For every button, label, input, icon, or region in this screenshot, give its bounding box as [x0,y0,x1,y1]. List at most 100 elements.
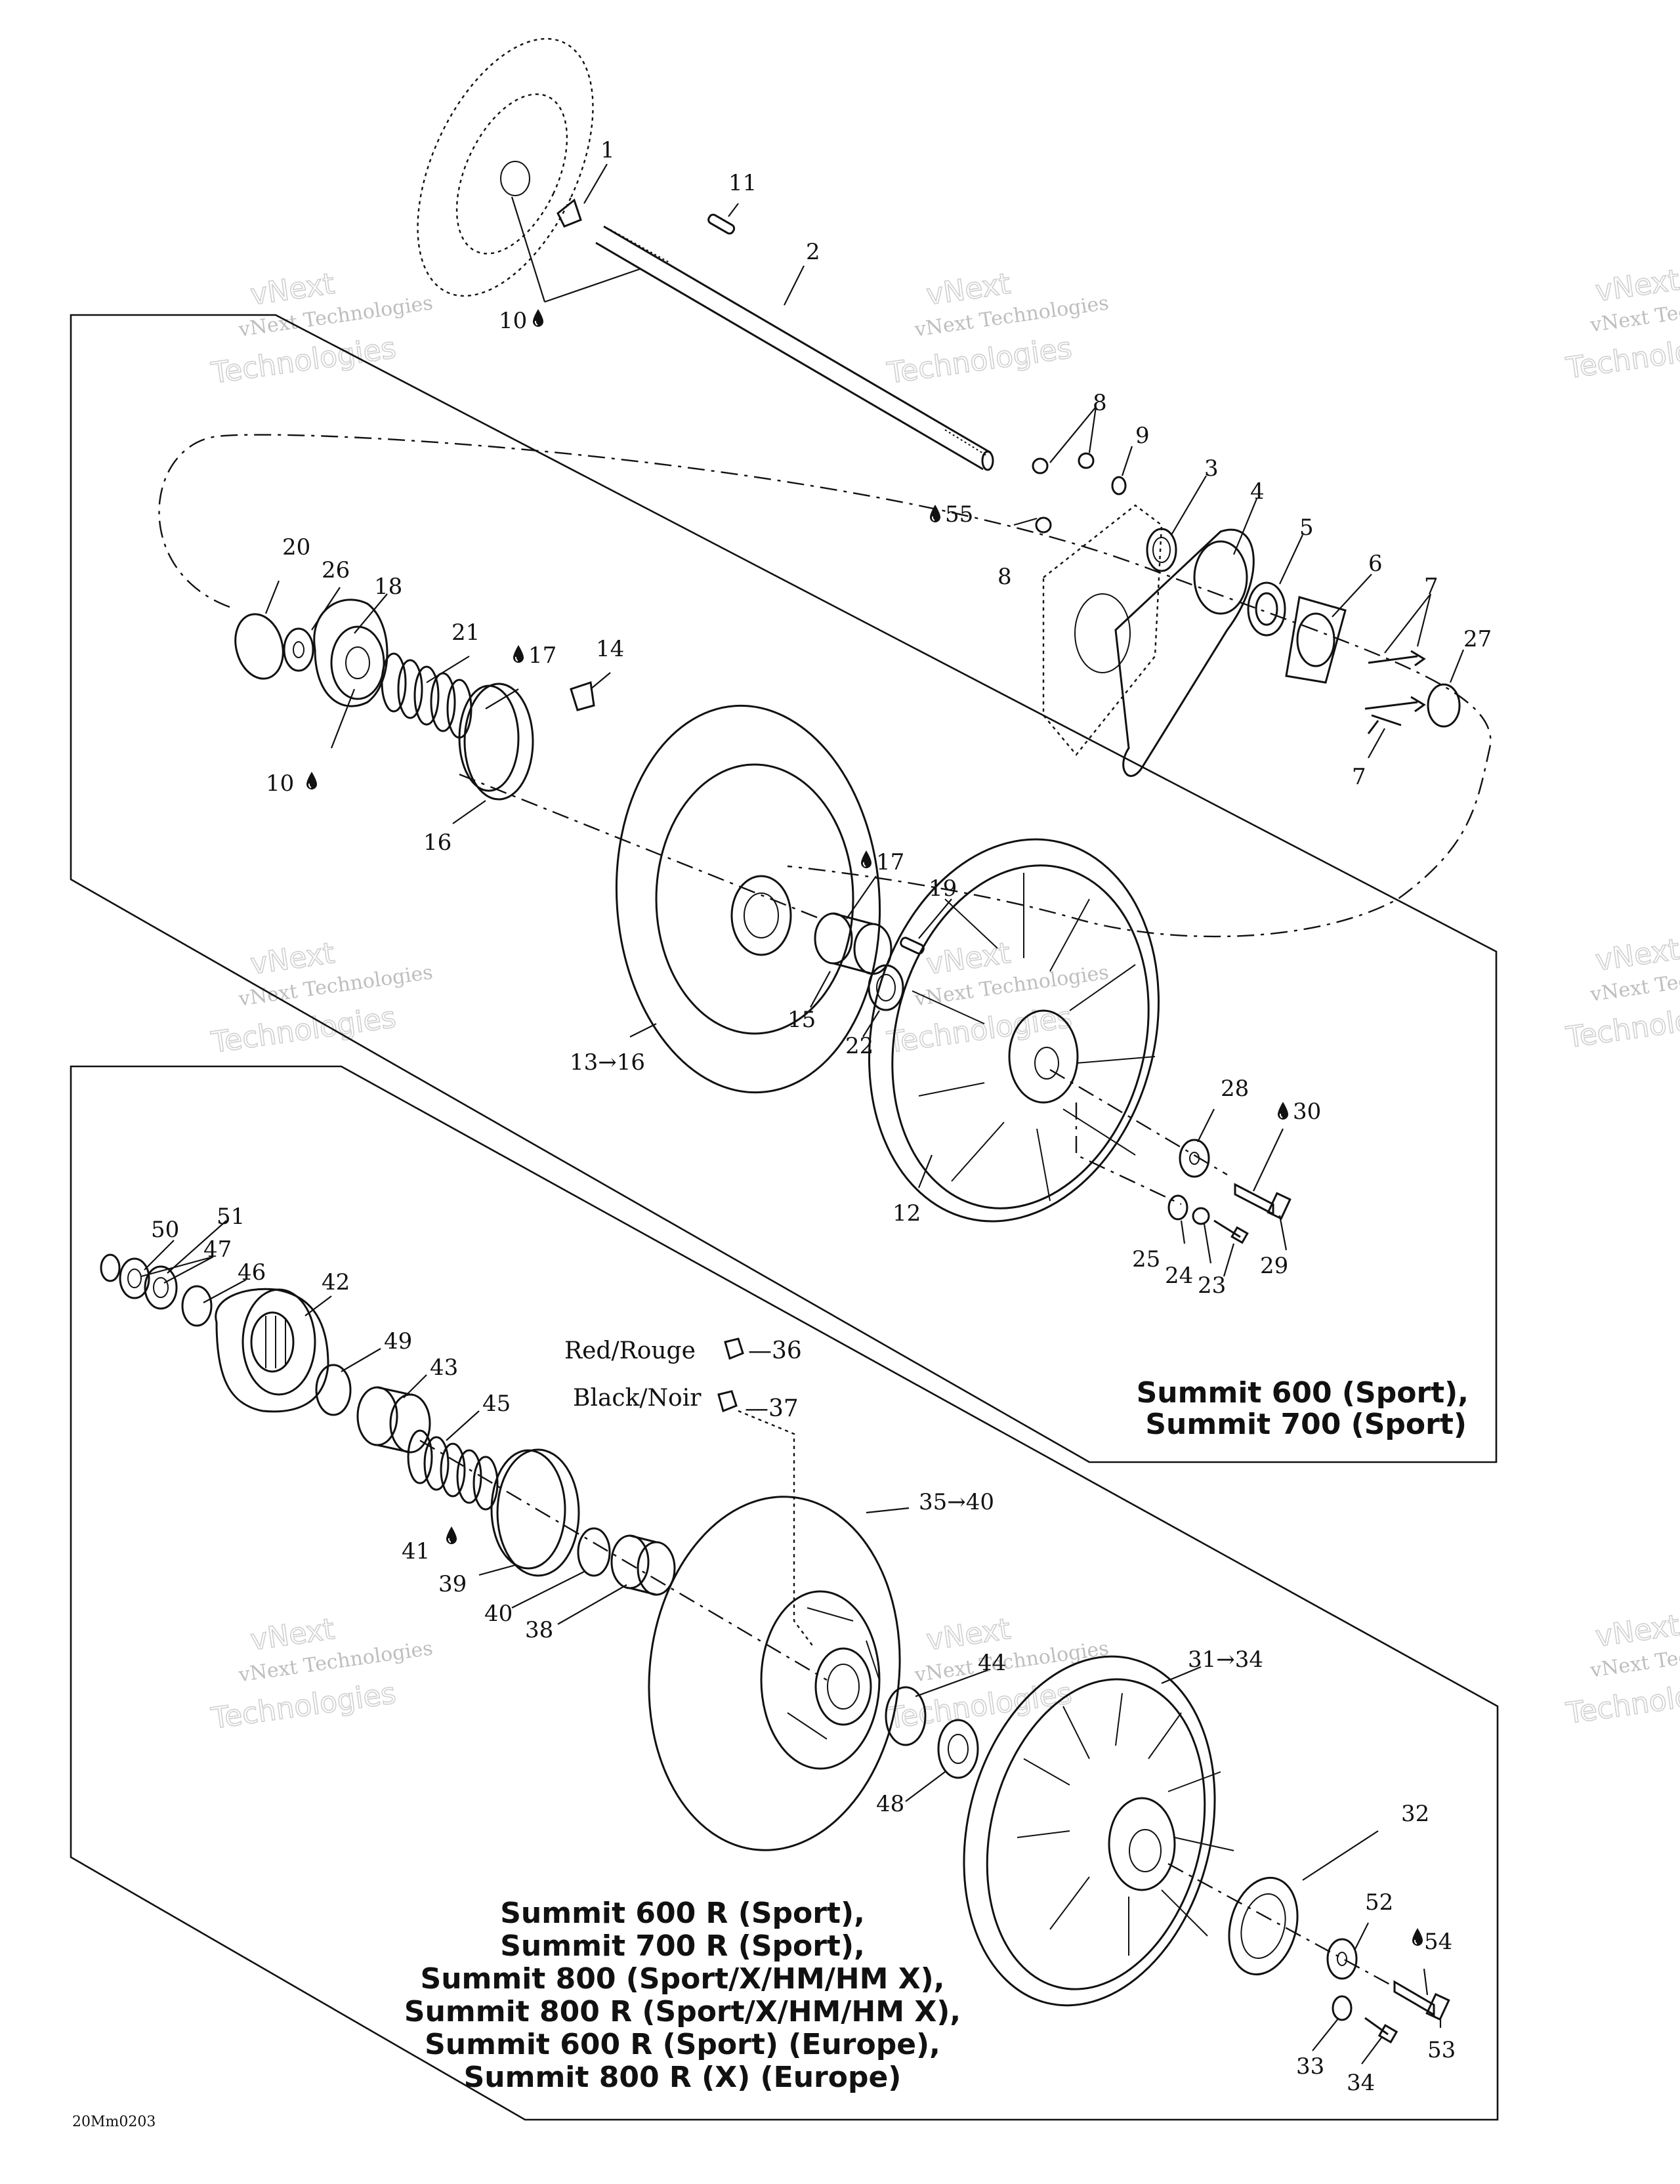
part-number: 31→34 [1188,1647,1263,1673]
washer-22 [868,964,904,1011]
model-line: Summit 600 R (Sport) (Europe), [425,2028,940,2061]
circlip-50 [100,1253,121,1282]
axis-line-upper-3 [1075,1102,1182,1206]
part-number: 25 [1132,1246,1160,1272]
part-number: 23 [1198,1272,1226,1299]
fixed-half-31 [963,1655,1234,2007]
part-number: 16 [423,830,452,856]
washer-52 [1326,1938,1358,1980]
part-number: 46 [238,1259,266,1286]
axis-line-upper [459,773,821,920]
cover-32 [1228,1876,1299,1976]
part-number: 33 [1296,2053,1324,2080]
watermark-text: vNext [1593,1608,1680,1653]
watermark-text: Technologies [885,1677,1074,1736]
oil-seal-3 [1146,528,1177,572]
bearing-housing-6 [1285,596,1347,684]
washer-33 [1332,1995,1353,2021]
part-number: 34 [1347,2070,1375,2096]
part-number: 5 [1299,514,1314,541]
legend-black-ref: —37 [745,1395,799,1422]
bolt-53 [1393,1980,1450,2021]
washer-26 [283,627,314,672]
part-number: 10 [499,308,527,334]
watermark-text: vNext [248,267,336,312]
part-number: 24 [1165,1263,1193,1289]
part-number: 49 [384,1328,412,1354]
part-number: 18 [374,574,402,600]
part-number: 17 [528,642,556,669]
watermark-text: Technologies [209,1677,398,1736]
legend-red-ref: —36 [748,1337,802,1364]
part-number: 10 [266,770,294,797]
slider-shoe-black-icon [717,1390,738,1413]
part-number: 19 [929,875,957,902]
legend-black-label: Black/Noir [573,1385,702,1412]
part-number: 6 [1368,551,1383,577]
ring-40 [577,1527,611,1577]
part-number: 35→40 [919,1489,994,1515]
model-line: Summit 700 R (Sport), [500,1929,865,1963]
part-number: 17 [876,849,904,875]
part-number: 2 [806,239,820,265]
watermark-text: vNext [924,267,1012,312]
watermark-text: vNext [924,936,1012,981]
part-number: 29 [1260,1253,1288,1279]
part-number: 4 [1250,478,1265,505]
fixed-half-12 [868,838,1160,1223]
nut-24 [1192,1207,1210,1225]
sprocket [417,37,594,297]
part-number: 55 [945,501,973,528]
bearing-plate-4 [1114,528,1255,777]
bearing-5 [1247,581,1286,637]
bushing-38 [610,1534,676,1596]
watermark-text: Technologies [885,1001,1074,1060]
part-number: 8 [1093,390,1107,416]
washer-28 [1179,1139,1210,1178]
model-line: Summit 800 R (X) (Europe) [464,2061,902,2094]
part-number: 20 [282,534,310,560]
cam-42 [215,1288,329,1413]
legend-pointer-line [738,1410,814,1648]
part-number: 12 [892,1200,921,1227]
washer-1 [556,198,582,228]
bracket-plate [1042,504,1163,756]
sliding-half-35 [648,1496,901,1851]
legend-red-label: Red/Rouge [564,1337,696,1364]
bolt-7c [1367,714,1402,734]
model-line: Summit 800 (Sport/X/HM/HM X), [421,1962,945,1996]
diagram-code: 20Mm0203 [72,2114,156,2130]
part-number: 22 [845,1033,873,1059]
washer-49 [315,1364,352,1416]
part-number: 14 [596,636,624,662]
part-number: 39 [438,1571,467,1597]
model-line: Summit 800 R (Sport/X/HM/HM X), [404,1995,961,2028]
watermark-text: Technologies [1564,1671,1680,1731]
part-number: 8 [998,564,1012,590]
part-number: 1 [600,137,615,163]
part-number: 40 [484,1601,513,1627]
circlip-27 [1427,683,1461,728]
part-number: 52 [1365,1889,1393,1916]
leader-lines [140,163,1465,2065]
nut-8 [1032,452,1095,534]
lubricant-drop-icon [306,308,1423,1946]
part-number: 26 [322,557,350,583]
part-number: 38 [525,1617,553,1643]
upper-model-frame [70,314,1498,1463]
legend-red: Red/Rouge —36 [564,1337,802,1364]
screw-23 [1213,1219,1249,1244]
watermark-text: vNext [1593,933,1680,977]
key-19 [900,936,925,955]
part-number: 43 [430,1354,458,1381]
washer-9 [1111,476,1127,495]
slider-shoe-14 [570,681,595,711]
part-number: 7 [1352,764,1366,790]
part-number: 41 [402,1538,430,1564]
part-number: 21 [452,620,480,646]
bolt-29 [1234,1183,1292,1220]
axis-line-upper-2 [1049,1068,1228,1176]
part-number: 48 [876,1791,904,1817]
part-number: 9 [1135,423,1150,449]
part-number: 15 [788,1007,816,1033]
